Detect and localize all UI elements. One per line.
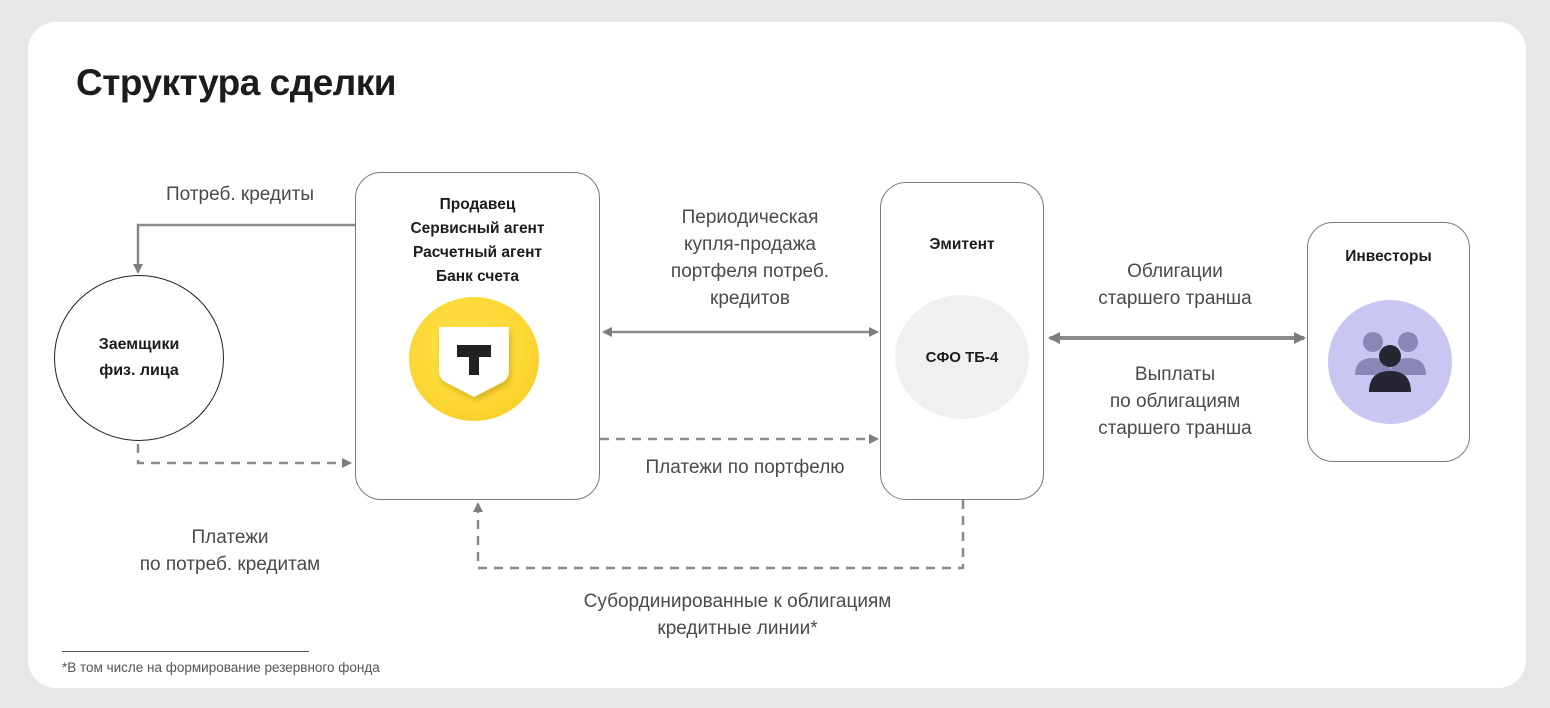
periodic-sale-line-3: портфеля потреб. <box>670 261 830 282</box>
seller-roles: Продавец Сервисный агент Расчетный агент… <box>356 193 599 289</box>
senior-payments-line-3: старшего транша <box>1098 418 1252 439</box>
loan-payments-arrow <box>136 444 352 468</box>
senior-payments-label: Выплаты по облигациям старшего транша <box>1070 361 1280 442</box>
page-title: Структура сделки <box>76 62 397 103</box>
senior-bonds-line-2: старшего транша <box>1098 288 1252 309</box>
diagram-card <box>28 22 1526 688</box>
loan-payments-line-2: по потреб. кредитам <box>139 554 321 575</box>
periodic-sale-line-1: Периодическая <box>681 207 819 228</box>
senior-bonds-label: Облигации старшего транша <box>1070 258 1280 312</box>
subordinated-line-2: кредитные линии* <box>657 618 818 639</box>
consumer-loans-label: Потреб. кредиты <box>166 184 314 205</box>
borrowers-node: Заемщики физ. лица <box>54 275 224 441</box>
seller-role-2: Сервисный агент <box>410 220 545 237</box>
periodic-sale-label: Периодическая купля-продажа портфеля пот… <box>640 204 860 312</box>
footnote-divider <box>62 651 309 652</box>
spv-label: СФО ТБ-4 <box>925 348 999 366</box>
subordinated-line-1: Субординированные к облигациям <box>583 591 892 612</box>
loan-payments-line-1: Платежи <box>191 527 269 548</box>
loan-payments-label: Платежи по потреб. кредитам <box>110 524 350 578</box>
senior-payments-line-1: Выплаты <box>1134 364 1216 385</box>
spv-circle: СФО ТБ-4 <box>895 295 1029 419</box>
investors-avatar <box>1328 300 1452 424</box>
seller-role-4: Банк счета <box>435 268 520 285</box>
consumer-loans-arrow <box>133 223 356 274</box>
subordinated-lines-arrow <box>473 500 965 570</box>
tbank-shield-icon <box>439 327 509 397</box>
periodic-sale-line-2: купля-продажа <box>684 234 816 255</box>
issuer-label: Эмитент <box>929 236 995 253</box>
footnote: *В том числе на формирование резервного … <box>62 660 380 675</box>
borrowers-line-2: физ. лица <box>99 362 179 379</box>
seller-role-1: Продавец <box>439 196 516 213</box>
portfolio-payments-label: Платежи по портфелю <box>645 457 845 478</box>
subordinated-lines-label: Субординированные к облигациям кредитные… <box>550 588 925 642</box>
people-group-icon <box>1355 332 1426 392</box>
senior-bonds-line-1: Облигации <box>1127 261 1223 282</box>
seller-role-3: Расчетный агент <box>412 244 543 261</box>
senior-payments-line-2: по облигациям <box>1109 391 1241 412</box>
borrowers-line-1: Заемщики <box>98 336 180 353</box>
periodic-sale-line-4: кредитов <box>710 288 790 309</box>
tbank-logo <box>409 297 539 421</box>
investors-label: Инвесторы <box>1345 248 1432 265</box>
